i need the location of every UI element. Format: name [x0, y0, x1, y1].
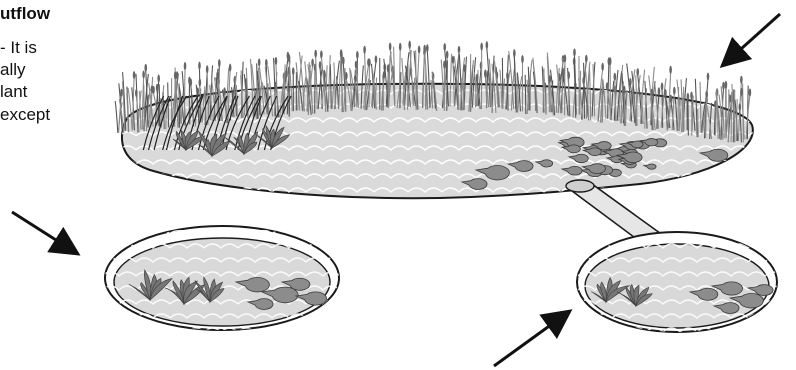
right-pool [570, 232, 790, 335]
left-pool [100, 226, 350, 340]
arrow-left [12, 212, 78, 254]
arrow-top-right [722, 14, 780, 66]
main-pond [115, 41, 760, 210]
arrow-bottom-right [494, 311, 570, 366]
